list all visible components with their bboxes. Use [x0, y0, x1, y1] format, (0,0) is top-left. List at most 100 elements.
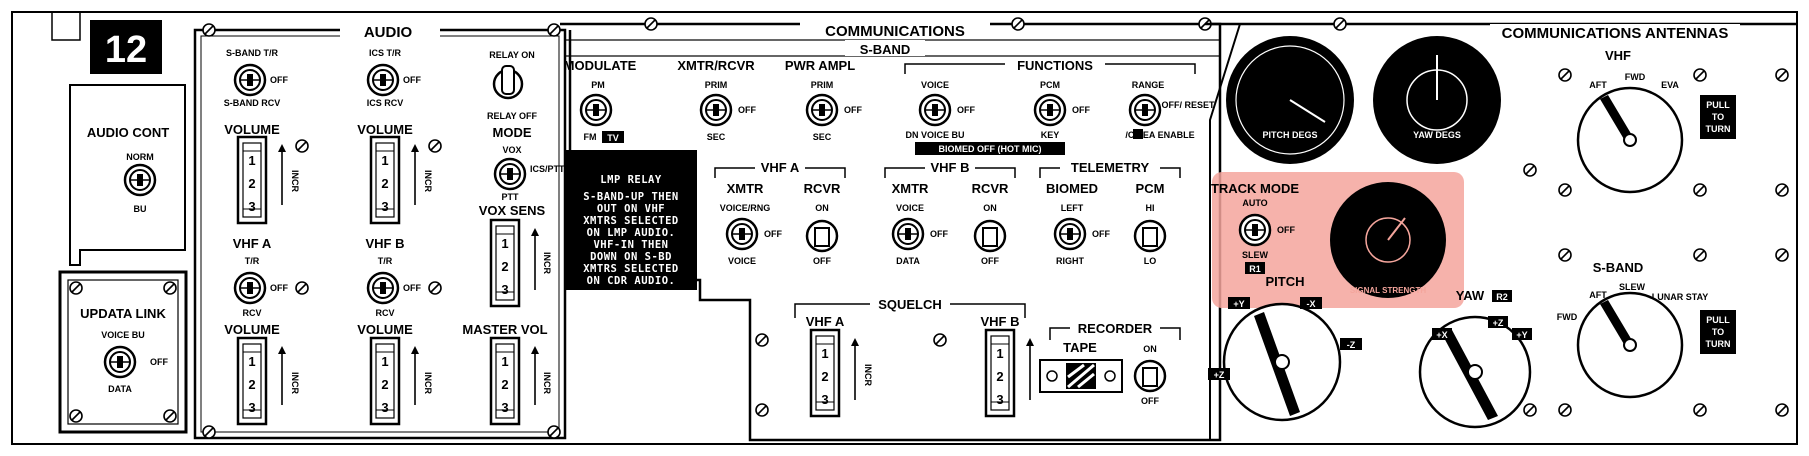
track-mode-label: TRACK MODE	[1211, 181, 1299, 196]
updata-link-title: UPDATA LINK	[80, 306, 166, 321]
scale-1: 1	[248, 153, 255, 168]
pitch-dial-label: PITCH	[1266, 274, 1305, 289]
vhf-pull-to-turn: PULL TO TURN	[1700, 95, 1736, 139]
scale-2: 2	[248, 176, 255, 191]
range-switch[interactable]	[1128, 93, 1162, 127]
lmp-relay-line: S-BAND-UP THEN	[583, 191, 679, 203]
scale-1: 1	[996, 346, 1003, 361]
pcm-rate-switch[interactable]	[1133, 219, 1167, 253]
sband-antenna-knob[interactable]	[1576, 291, 1684, 399]
relay-off-label: RELAY OFF	[487, 111, 538, 121]
functions-label: FUNCTIONS	[1017, 58, 1093, 73]
vhf-a-tr-label: T/R	[245, 256, 260, 266]
vhf-b-xmtr-switch[interactable]	[891, 217, 925, 251]
comms-vhf-b-label: VHF B	[931, 160, 970, 175]
ics-volume-label: VOLUME	[357, 122, 413, 137]
recorder-switch[interactable]	[1133, 359, 1167, 393]
lmp-relay-line: VHF-IN THEN	[593, 239, 668, 251]
track-mode-switch[interactable]	[1238, 213, 1272, 247]
pull-label: PULL	[1706, 100, 1730, 110]
vhf-a-volume-label: VOLUME	[224, 322, 280, 337]
vhf-a-xmtr-switch[interactable]	[725, 217, 759, 251]
vhf-eva-label: EVA	[1661, 80, 1679, 90]
plus-y-badge: +Y	[1233, 299, 1244, 309]
yaw-dial-knob[interactable]	[1418, 315, 1532, 429]
vhf-a-rcvr-switch[interactable]	[805, 219, 839, 253]
modulate-switch[interactable]	[579, 93, 613, 127]
vhf-b-audio-switch[interactable]	[366, 271, 400, 305]
biomed-left-label: LEFT	[1061, 203, 1084, 213]
vhf-antenna-label: VHF	[1605, 48, 1631, 63]
vhf-b-rcvr-off: OFF	[981, 256, 999, 266]
ics-rcv-label: ICS RCV	[367, 98, 404, 108]
voice-switch[interactable]	[918, 93, 952, 127]
biomed-right-label: RIGHT	[1056, 256, 1085, 266]
vhf-a-on-label: ON	[815, 203, 829, 213]
recorder-label: RECORDER	[1078, 321, 1153, 336]
lmp-relay-line: XMTRS SELECTED	[583, 263, 679, 275]
sband-lunar-stay-label: LUNAR STAY	[1652, 292, 1709, 302]
mode-switch[interactable]	[493, 157, 527, 191]
updata-data-label: DATA	[108, 384, 132, 394]
sband-antenna-label: S-BAND	[1593, 260, 1644, 275]
modulate-label: MODULATE	[564, 58, 637, 73]
xmtr-off-label: OFF	[738, 105, 756, 115]
scale-3: 3	[381, 199, 388, 214]
turn-label: TURN	[1706, 124, 1731, 134]
updata-voice-bu-label: VOICE BU	[101, 330, 145, 340]
sband-volume-label: VOLUME	[224, 122, 280, 137]
relay-switch[interactable]	[492, 65, 524, 100]
r1-badge: R1	[1249, 264, 1261, 274]
r2-badge: R2	[1496, 292, 1508, 302]
yaw-degs-label: YAW DEGS	[1413, 130, 1461, 140]
vhf-a-xmtr-off: OFF	[764, 229, 782, 239]
scale-1: 1	[248, 354, 255, 369]
ics-tr-label: ICS T/R	[369, 48, 402, 58]
scale-2: 2	[381, 377, 388, 392]
pcm-switch[interactable]	[1033, 93, 1067, 127]
scale-2: 2	[248, 377, 255, 392]
vhf-a-audio-label: VHF A	[233, 236, 272, 251]
pitch-gauge: PITCH DEGS	[1226, 36, 1354, 164]
pwr-ampl-label: PWR AMPL	[785, 58, 855, 73]
squelch-vhf-a-label: VHF A	[806, 314, 845, 329]
vhf-a-xmtr-label: XMTR	[727, 181, 764, 196]
vhf-b-rcvr-switch[interactable]	[973, 219, 1007, 253]
vhf-b-off-label: OFF	[403, 283, 421, 293]
pwr-off-label: OFF	[844, 105, 862, 115]
ics-tr-switch[interactable]	[366, 63, 400, 97]
to-label: TO	[1712, 112, 1724, 122]
scale-3: 3	[821, 392, 828, 407]
turn-label: TURN	[1706, 339, 1731, 349]
sband-tr-switch[interactable]	[233, 63, 267, 97]
scale-2: 2	[996, 369, 1003, 384]
vhf-a-audio-switch[interactable]	[233, 271, 267, 305]
telemetry-pcm-label: PCM	[1136, 181, 1165, 196]
vhf-antenna-knob[interactable]	[1576, 86, 1684, 194]
pm-label: PM	[591, 80, 605, 90]
vhf-b-xmtr-label: XMTR	[892, 181, 929, 196]
pull-label: PULL	[1706, 315, 1730, 325]
pitch-dial-knob[interactable]	[1222, 302, 1342, 422]
yaw-dial-label: YAW	[1456, 288, 1485, 303]
updata-link-switch[interactable]	[103, 345, 137, 379]
vhf-b-xmtr-off: OFF	[930, 229, 948, 239]
pwr-prim-label: PRIM	[811, 80, 834, 90]
tape-label: TAPE	[1063, 340, 1097, 355]
biomed-off-label: BIOMED OFF (HOT MIC)	[939, 144, 1042, 154]
master-vol-label: MASTER VOL	[462, 322, 547, 337]
pwr-ampl-switch[interactable]	[805, 93, 839, 127]
lmp-relay-note: LMP RELAY S-BAND-UP THEN OUT ON VHF XMTR…	[565, 150, 697, 290]
pcm-lo-label: LO	[1144, 256, 1157, 266]
vox-sens-label: VOX SENS	[479, 203, 546, 218]
xmtr-rcvr-switch[interactable]	[699, 93, 733, 127]
biomed-switch[interactable]	[1053, 217, 1087, 251]
scale-3: 3	[996, 392, 1003, 407]
audio-cont-switch[interactable]	[123, 163, 157, 197]
pcm-off-label: OFF	[1072, 105, 1090, 115]
vhf-a-off-label: OFF	[270, 283, 288, 293]
audio-cont-bu-label: BU	[134, 204, 147, 214]
squelch-vhf-b-label: VHF B	[981, 314, 1020, 329]
sband-rcv-label: S-BAND RCV	[224, 98, 281, 108]
tv-label: TV	[607, 133, 619, 143]
